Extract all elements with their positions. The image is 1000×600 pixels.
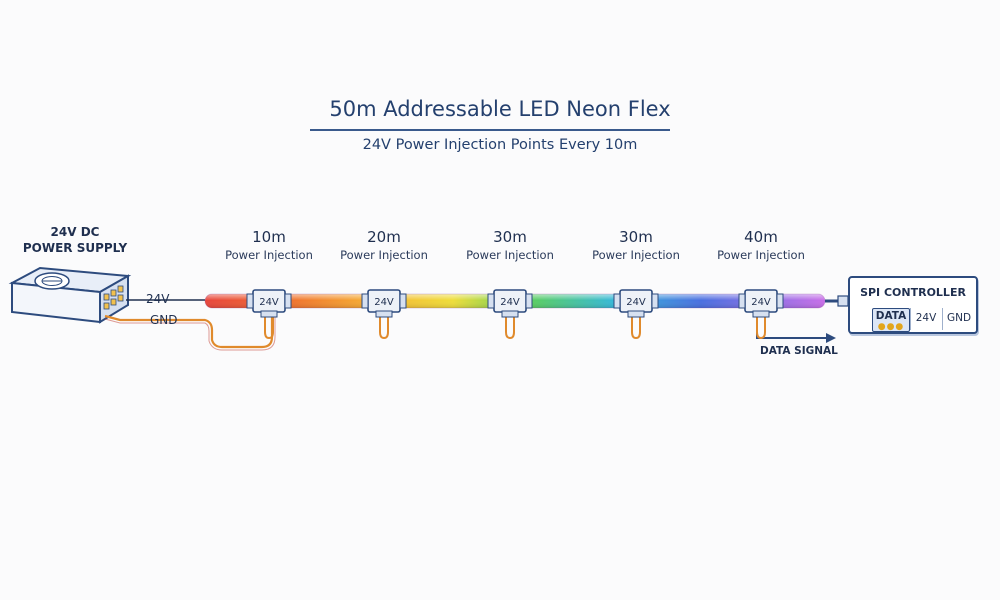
- injection-text: Power Injection: [225, 248, 313, 262]
- injection-text: Power Injection: [717, 248, 805, 262]
- spi-controller: SPI CONTROLLER DATA ●●● 24V GND: [848, 276, 978, 334]
- arrow-right-icon: [756, 316, 836, 343]
- v24-terminal: 24V: [910, 308, 941, 330]
- injection-distance: 30m: [493, 228, 527, 246]
- connector-icon: 24V: [361, 289, 407, 340]
- connector-icon: 24V: [613, 289, 659, 340]
- connector-label: 24V: [626, 297, 646, 308]
- power-supply-label: 24V DC POWER SUPPLY: [20, 224, 130, 256]
- power-supply-icon: [8, 266, 132, 324]
- ground-wire: [104, 314, 274, 349]
- connector-label: 24V: [751, 297, 771, 308]
- connector-icon: 24V: [487, 289, 533, 340]
- connector-icon: 24V: [738, 289, 784, 340]
- injection-text: Power Injection: [340, 248, 428, 262]
- ground-wire-label: GND: [150, 313, 178, 327]
- psu-label-line2: POWER SUPPLY: [22, 241, 128, 255]
- positive-wire-label: 24V: [146, 292, 170, 306]
- page-subtitle: 24V Power Injection Points Every 10m: [362, 137, 638, 153]
- connector-icon: 24V: [246, 289, 292, 340]
- injection-distance: 10m: [252, 228, 286, 246]
- data-terminal-label: DATA: [875, 310, 907, 322]
- gnd-terminal: GND: [942, 308, 975, 330]
- injection-distance: 40m: [744, 228, 778, 246]
- data-terminal: DATA ●●●: [872, 308, 910, 332]
- connector-label: 24V: [374, 297, 394, 308]
- title-rule: [310, 129, 670, 131]
- injection-distance: 30m: [619, 228, 653, 246]
- injection-distance: 20m: [367, 228, 401, 246]
- connector-label: 24V: [259, 297, 279, 308]
- psu-label-line1: 24V DC: [50, 225, 100, 239]
- data-signal-label: DATA SIGNAL: [760, 345, 838, 357]
- terminal-screws: ●●●: [877, 322, 905, 332]
- injection-text: Power Injection: [466, 248, 554, 262]
- fan-icon: [34, 272, 70, 290]
- connector-label: 24V: [500, 297, 520, 308]
- controller-title: SPI CONTROLLER: [860, 286, 966, 299]
- injection-text: Power Injection: [592, 248, 680, 262]
- page-title: 50m Addressable LED Neon Flex: [329, 97, 671, 121]
